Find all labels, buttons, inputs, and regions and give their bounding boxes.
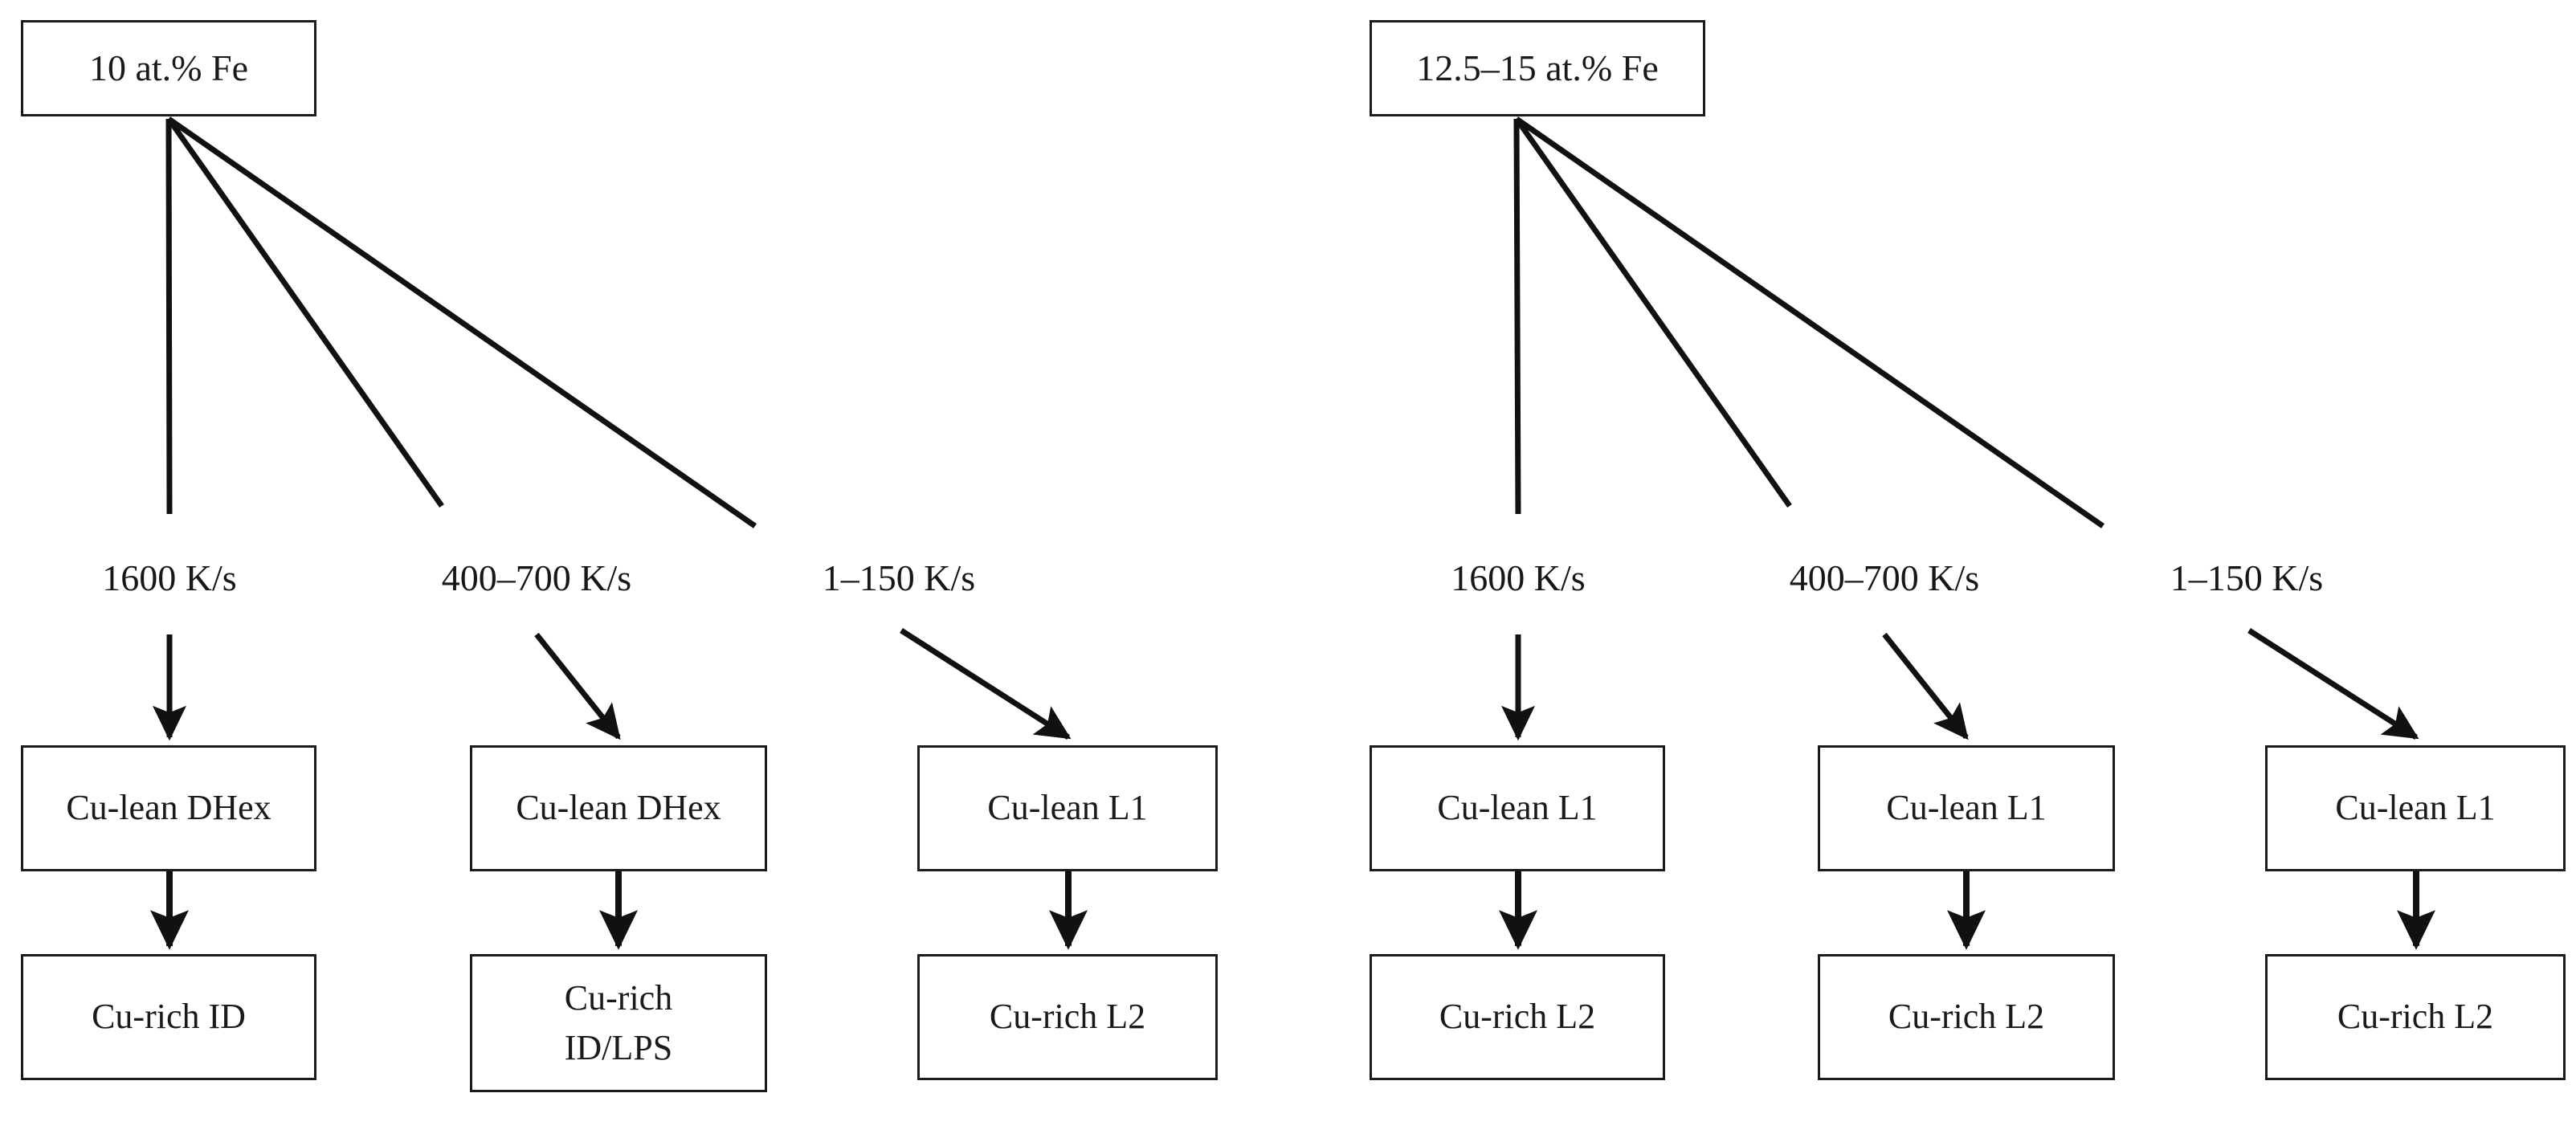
- rate-label-g1-b1: 1600 K/s: [102, 557, 237, 598]
- rich-box-g2-b3[interactable]: Cu-rich L2: [2265, 954, 2566, 1080]
- lean-label-g2-b2: Cu-lean L1: [1886, 788, 2047, 828]
- lean-box-g1-b1[interactable]: Cu-lean DHex: [21, 745, 316, 871]
- root-label-12at: 12.5–15 at.% Fe: [1416, 47, 1659, 88]
- rich-label-g1-b1: Cu-rich ID: [92, 997, 246, 1037]
- rich-box-g1-b1[interactable]: Cu-rich ID: [21, 954, 316, 1080]
- connector-line: [1514, 116, 1792, 508]
- lean-box-g2-b2[interactable]: Cu-lean L1: [1818, 745, 2115, 871]
- connector-line: [1513, 118, 1521, 515]
- root-label-10at: 10 at.% Fe: [88, 47, 248, 88]
- rich-label-g1-b2: Cu-rich ID/LPS: [472, 973, 765, 1074]
- rich-box-g2-b2[interactable]: Cu-rich L2: [1818, 954, 2115, 1080]
- lean-label-g1-b3: Cu-lean L1: [987, 788, 1148, 828]
- rich-label-g2-b2: Cu-rich L2: [1888, 997, 2045, 1037]
- rich-label-g1-b2-line2: ID/LPS: [564, 1028, 673, 1067]
- connector-arrow: [2247, 628, 2419, 740]
- connector-arrow: [900, 628, 1072, 740]
- connector-line: [1515, 116, 2104, 528]
- rate-label-g2-b1: 1600 K/s: [1451, 557, 1586, 598]
- connector-line: [166, 116, 444, 508]
- rich-label-g1-b2-line1: Cu-rich: [564, 977, 673, 1018]
- lean-label-g2-b3: Cu-lean L1: [2335, 788, 2496, 828]
- connector-arrow: [534, 632, 621, 740]
- rich-box-g1-b2[interactable]: Cu-rich ID/LPS: [470, 954, 767, 1092]
- lean-label-g2-b1: Cu-lean L1: [1437, 788, 1598, 828]
- rate-label-g1-b3: 1–150 K/s: [822, 557, 976, 598]
- rich-box-g1-b3[interactable]: Cu-rich L2: [917, 954, 1218, 1080]
- root-box-10at[interactable]: 10 at.% Fe: [21, 20, 316, 116]
- lean-box-g2-b3[interactable]: Cu-lean L1: [2265, 745, 2566, 871]
- lean-label-g1-b2: Cu-lean DHex: [516, 788, 721, 828]
- rich-label-g2-b3: Cu-rich L2: [2337, 997, 2494, 1037]
- lean-label-g1-b1: Cu-lean DHex: [66, 788, 271, 828]
- connector-line: [167, 116, 757, 528]
- rate-label-g1-b2: 400–700 K/s: [441, 557, 632, 598]
- lean-box-g1-b3[interactable]: Cu-lean L1: [917, 745, 1218, 871]
- lean-box-g1-b2[interactable]: Cu-lean DHex: [470, 745, 767, 871]
- rate-label-g2-b2: 400–700 K/s: [1789, 557, 1980, 598]
- rich-label-g1-b3: Cu-rich L2: [989, 997, 1146, 1037]
- root-box-12at[interactable]: 12.5–15 at.% Fe: [1370, 20, 1705, 116]
- rate-label-g2-b3: 1–150 K/s: [2170, 557, 2324, 598]
- connector-arrow: [1882, 632, 1969, 740]
- rich-label-g2-b1: Cu-rich L2: [1439, 997, 1596, 1037]
- rich-box-g2-b1[interactable]: Cu-rich L2: [1370, 954, 1665, 1080]
- lean-box-g2-b1[interactable]: Cu-lean L1: [1370, 745, 1665, 871]
